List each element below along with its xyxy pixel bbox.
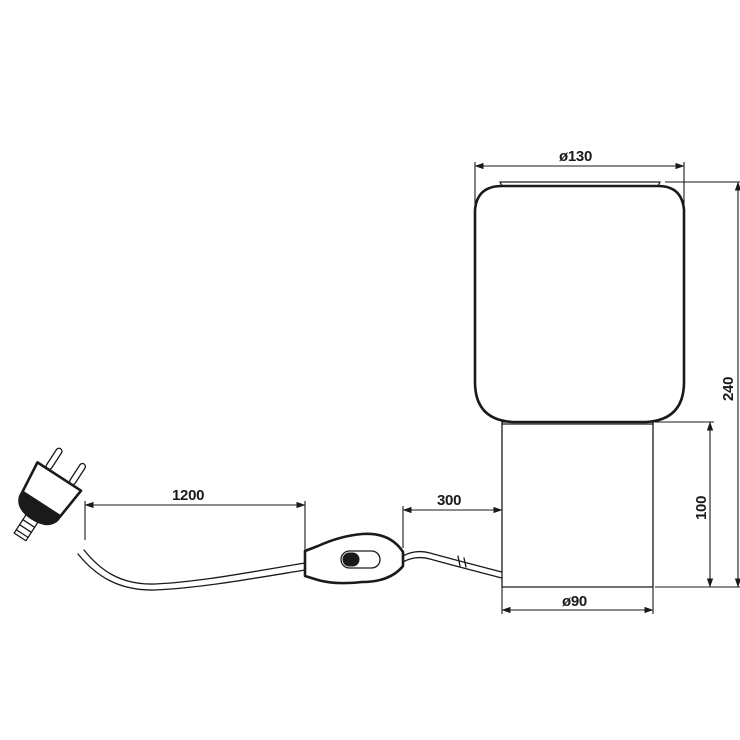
base-outline [501,421,654,588]
shade-outline [473,184,686,424]
dim-base-height: 100 [655,421,714,588]
plug-strain-relief [13,513,39,542]
label-base-height: 100 [693,496,710,520]
power-plug [13,447,87,542]
shade-top-rim-left [499,181,503,187]
label-total-height: 240 [720,377,737,401]
dim-cable-1200: 1200 [84,487,306,552]
label-base-diameter: ø90 [562,593,587,610]
lamp-shade [473,181,686,424]
lamp-base [501,421,654,588]
label-cable-1200: 1200 [172,487,204,504]
inline-switch [303,532,405,585]
plug-pin-right [68,462,87,486]
label-cable-300: 300 [437,492,461,509]
switch-body [303,532,405,585]
label-shade-diameter: ø130 [559,148,592,165]
plug-pin-left [45,447,63,471]
dim-total-height: 240 [655,181,740,588]
dim-base-diameter: ø90 [501,587,654,614]
switch-rocker [340,550,381,569]
cable-switch-to-plug [77,549,306,591]
dim-shade-diameter: ø130 [474,148,685,205]
dim-cable-300: 300 [402,492,503,548]
shade-top-rim-right [657,181,661,187]
cable-lamp-to-switch [402,550,503,579]
switch-rocker-knob [342,552,360,567]
